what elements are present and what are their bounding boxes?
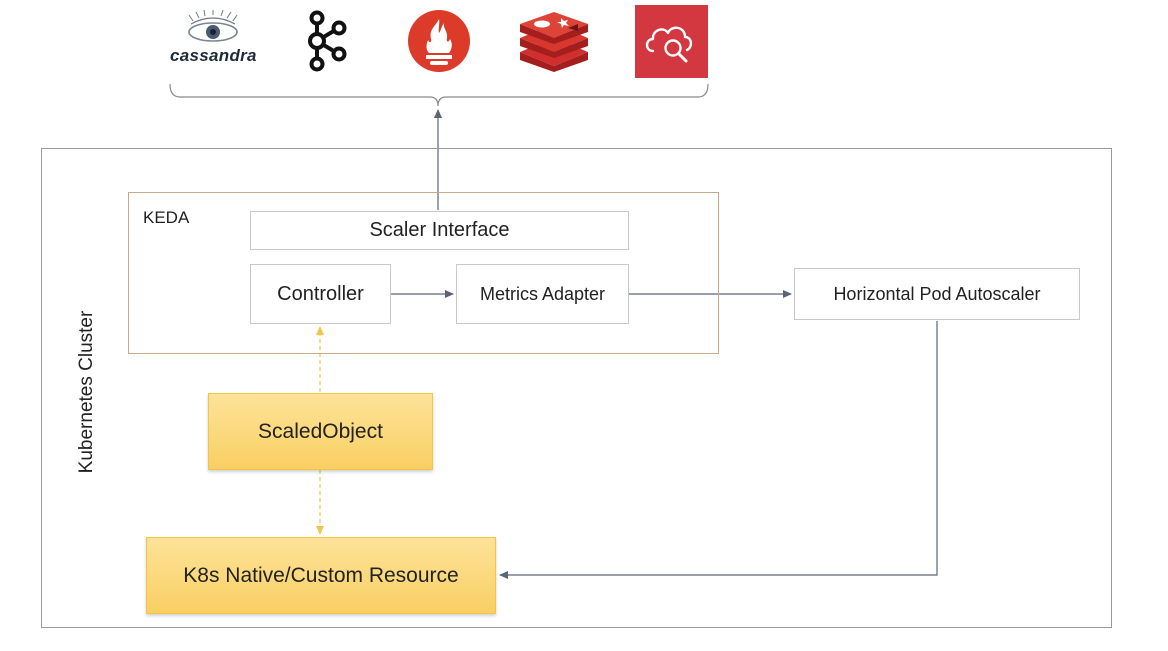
scaler-interface-label: Scaler Interface bbox=[369, 219, 510, 241]
metrics-adapter-label: Metrics Adapter bbox=[479, 283, 606, 304]
scaled-object-box: ScaledObject bbox=[208, 393, 433, 470]
cassandra-wordmark: cassandra bbox=[170, 46, 257, 65]
k8s-resource-box: K8s Native/Custom Resource bbox=[146, 537, 496, 614]
keda-box bbox=[128, 192, 719, 354]
hpa-box: Horizontal Pod Autoscaler bbox=[794, 268, 1080, 320]
metrics-adapter-box: Metrics Adapter bbox=[456, 264, 629, 324]
cassandra-logo: cassandra bbox=[165, 9, 260, 70]
k8s-resource-label: K8s Native/Custom Resource bbox=[183, 563, 459, 587]
redis-stack-icon bbox=[520, 12, 588, 72]
scaled-object-label: ScaledObject bbox=[258, 419, 383, 443]
kafka-logo bbox=[303, 10, 349, 72]
scaler-interface-box: Scaler Interface bbox=[250, 211, 629, 250]
cassandra-eye-icon bbox=[188, 9, 238, 42]
kubernetes-cluster bbox=[41, 148, 1112, 628]
kafka-icon bbox=[308, 10, 347, 72]
controller-box: Controller bbox=[250, 264, 391, 324]
hpa-to-resource-arrow bbox=[499, 321, 938, 579]
prometheus-torch-icon bbox=[408, 10, 470, 72]
cloud-search-icon bbox=[635, 5, 708, 78]
cloud-search-logo bbox=[635, 5, 708, 78]
logos-brace bbox=[169, 83, 709, 107]
controller-label: Controller bbox=[277, 282, 364, 305]
redis-logo bbox=[516, 12, 592, 72]
keda-label: KEDA bbox=[143, 208, 190, 227]
prometheus-logo bbox=[407, 9, 471, 73]
hpa-label: Horizontal Pod Autoscaler bbox=[833, 283, 1041, 304]
